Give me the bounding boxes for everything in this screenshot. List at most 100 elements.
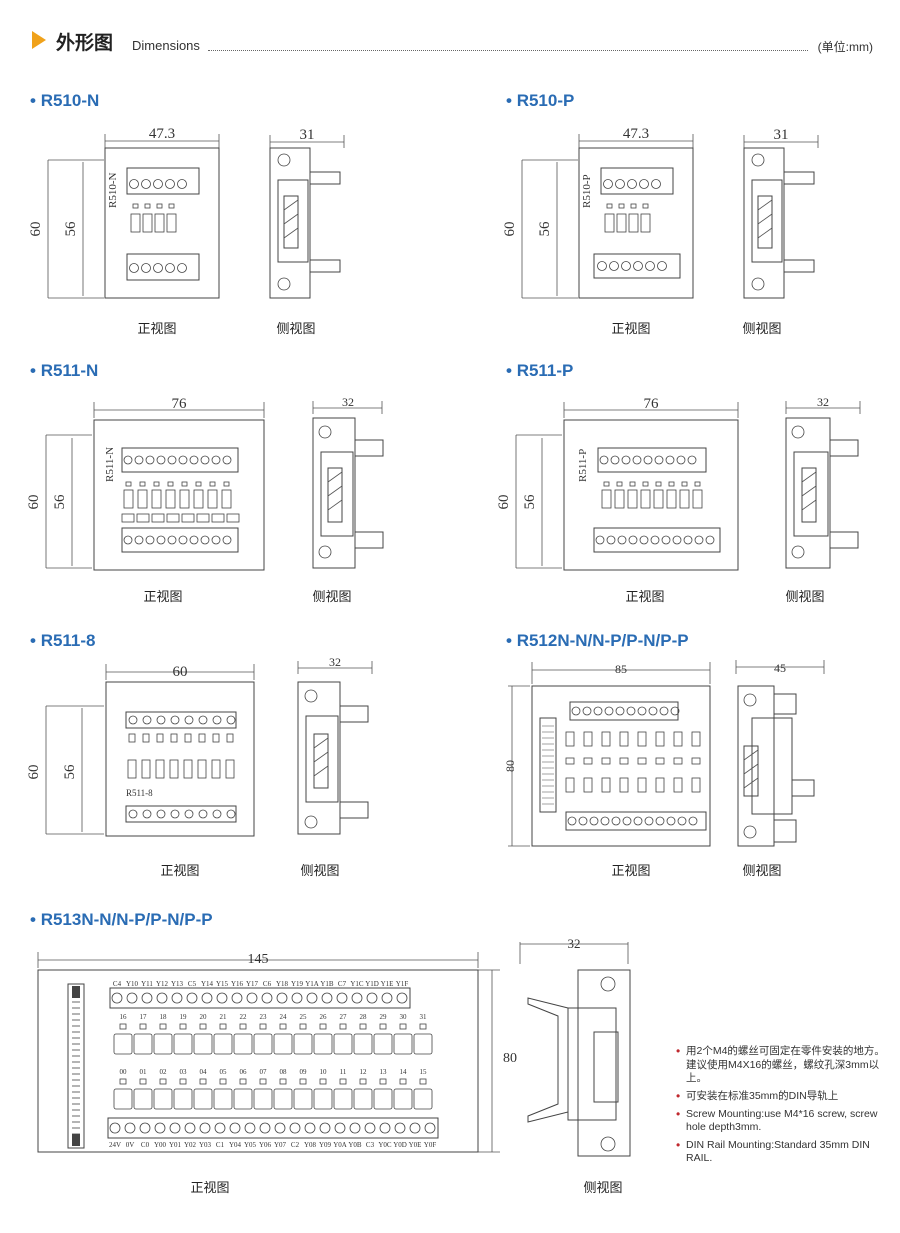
channel-label: 30 bbox=[400, 1013, 408, 1021]
terminal-label: Y1D bbox=[365, 980, 379, 988]
channel-label: 08 bbox=[280, 1068, 288, 1076]
dimension-height-inner: 56 bbox=[522, 494, 538, 510]
terminal-label: C1 bbox=[216, 1141, 225, 1149]
dimension-height-outer: 60 bbox=[502, 222, 518, 237]
dimension-height-outer: 60 bbox=[26, 495, 42, 510]
caption-side-view: 侧视图 bbox=[742, 864, 782, 879]
channel-label: 12 bbox=[360, 1068, 368, 1076]
channel-label: 28 bbox=[360, 1013, 368, 1021]
model-title-r511n: • R511-N bbox=[30, 361, 99, 380]
caption-front-view: 正视图 bbox=[143, 590, 183, 605]
caption-side-view: 侧视图 bbox=[312, 590, 352, 605]
side-view: 32 bbox=[519, 936, 631, 1157]
terminal-label: C0 bbox=[141, 1141, 150, 1149]
drawing-r510n: 47.3 60 56 R510-N 31 bbox=[28, 126, 345, 299]
channel-label: 17 bbox=[140, 1013, 148, 1021]
drawing-r511n: 76 60 56 R511-N 32 bbox=[26, 395, 384, 571]
terminal-label: C5 bbox=[188, 980, 197, 988]
dimension-height-outer: 60 bbox=[496, 495, 512, 510]
terminal-label: Y00 bbox=[154, 1141, 167, 1149]
note-item: 用2个M4的螺丝可固定在零件安装的地方。建议使用M4X16的螺丝，螺纹孔深3mm… bbox=[676, 1044, 891, 1086]
caption-front-view: 正视图 bbox=[611, 864, 651, 879]
channel-label: 27 bbox=[340, 1013, 348, 1021]
channel-label: 29 bbox=[380, 1013, 388, 1021]
terminal-label: C2 bbox=[291, 1141, 300, 1149]
dimension-width: 60 bbox=[173, 664, 188, 680]
upper-channel-labels: 16 17 18 19 20 21 22 23 24 25 26 27 28 2… bbox=[120, 1013, 428, 1021]
terminal-label: Y10 bbox=[126, 980, 139, 988]
side-view: 45 bbox=[735, 660, 825, 847]
channel-label: 13 bbox=[380, 1068, 388, 1076]
terminal-label: Y07 bbox=[274, 1141, 287, 1149]
drawing-r510p: 47.3 60 56 R510-P 31 bbox=[502, 126, 819, 299]
terminal-label: 24V bbox=[109, 1141, 121, 1149]
terminal-label: Y06 bbox=[259, 1141, 272, 1149]
caption-front-view: 正视图 bbox=[190, 1181, 230, 1196]
model-title-r510p: • R510-P bbox=[506, 91, 575, 110]
model-title-r510n: • R510-N bbox=[30, 91, 100, 110]
side-view: 32 bbox=[312, 395, 384, 569]
caption-side-view: 侧视图 bbox=[785, 590, 825, 605]
front-view: 76 60 56 R511-P bbox=[496, 396, 739, 571]
front-view: 145 80 C4 Y10 Y11 Y12 Y13 C5 Y14 Y15 Y16… bbox=[37, 952, 517, 1153]
dimension-height-outer: 60 bbox=[28, 222, 44, 237]
terminal-label: Y0C bbox=[378, 1141, 392, 1149]
terminal-label: Y16 bbox=[231, 980, 244, 988]
front-view: 76 60 56 R511-N bbox=[26, 396, 265, 571]
mounting-notes: 用2个M4的螺丝可固定在零件安装的地方。建议使用M4X16的螺丝，螺纹孔深3mm… bbox=[676, 1044, 891, 1170]
front-view: 60 60 56 R511-8 bbox=[26, 664, 255, 837]
dimension-width: 47.3 bbox=[623, 126, 649, 142]
bottom-terminal-labels: 24V 0V C0 Y00 Y01 Y02 Y03 C1 Y04 Y05 Y06… bbox=[109, 1141, 436, 1149]
channel-label: 11 bbox=[340, 1068, 347, 1076]
terminal-label: Y03 bbox=[199, 1141, 212, 1149]
channel-label: 06 bbox=[240, 1068, 248, 1076]
dimension-side-width: 45 bbox=[774, 661, 786, 675]
caption-side-view: 侧视图 bbox=[742, 322, 782, 337]
terminal-label: Y0D bbox=[393, 1141, 407, 1149]
channel-label: 19 bbox=[180, 1013, 188, 1021]
side-view: 31 bbox=[743, 127, 819, 299]
front-view: 47.3 60 56 R510-P bbox=[502, 126, 694, 299]
terminal-label: Y1B bbox=[320, 980, 334, 988]
channel-label: 07 bbox=[260, 1068, 268, 1076]
dimension-width: 145 bbox=[248, 952, 269, 967]
dimension-height-outer: 60 bbox=[26, 765, 42, 780]
channel-label: 02 bbox=[160, 1068, 168, 1076]
channel-label: 22 bbox=[240, 1013, 248, 1021]
unit-label: (单位:mm) bbox=[817, 40, 873, 54]
caption-front-view: 正视图 bbox=[160, 864, 200, 879]
terminal-label: Y0A bbox=[333, 1141, 347, 1149]
front-view: 47.3 60 56 R510-N bbox=[28, 126, 220, 299]
dimension-width: 76 bbox=[644, 396, 660, 412]
channel-label: 01 bbox=[140, 1068, 148, 1076]
terminal-label: Y1F bbox=[396, 980, 409, 988]
terminal-label: 0V bbox=[126, 1141, 135, 1149]
dimension-side-width: 32 bbox=[817, 395, 829, 409]
terminal-label: Y12 bbox=[156, 980, 169, 988]
device-label: R510-P bbox=[581, 174, 593, 208]
terminal-label: Y05 bbox=[244, 1141, 257, 1149]
dimension-width: 47.3 bbox=[149, 126, 175, 142]
channel-label: 09 bbox=[300, 1068, 308, 1076]
caption-front-view: 正视图 bbox=[137, 322, 177, 337]
channel-label: 15 bbox=[420, 1068, 428, 1076]
channel-label: 04 bbox=[200, 1068, 208, 1076]
terminal-label: Y0E bbox=[409, 1141, 422, 1149]
model-title-r511-8: • R511-8 bbox=[30, 631, 96, 650]
dimension-side-width: 32 bbox=[568, 936, 581, 951]
terminal-label: Y08 bbox=[304, 1141, 317, 1149]
dimension-side-width: 32 bbox=[329, 655, 341, 669]
top-terminal-labels: C4 Y10 Y11 Y12 Y13 C5 Y14 Y15 Y16 Y17 C6… bbox=[113, 980, 408, 988]
terminal-label: Y18 bbox=[276, 980, 289, 988]
dimension-side-width: 31 bbox=[774, 127, 789, 143]
channel-label: 21 bbox=[220, 1013, 228, 1021]
dimension-height-outer: 80 bbox=[503, 1051, 517, 1066]
dimension-height-inner: 56 bbox=[52, 494, 68, 510]
channel-label: 16 bbox=[120, 1013, 128, 1021]
terminal-label: Y1C bbox=[350, 980, 364, 988]
dimension-height-inner: 56 bbox=[537, 221, 553, 237]
terminal-label: Y0B bbox=[348, 1141, 362, 1149]
section-title: 外形图 bbox=[56, 32, 114, 54]
caption-side-view: 侧视图 bbox=[583, 1181, 623, 1196]
channel-label: 20 bbox=[200, 1013, 208, 1021]
